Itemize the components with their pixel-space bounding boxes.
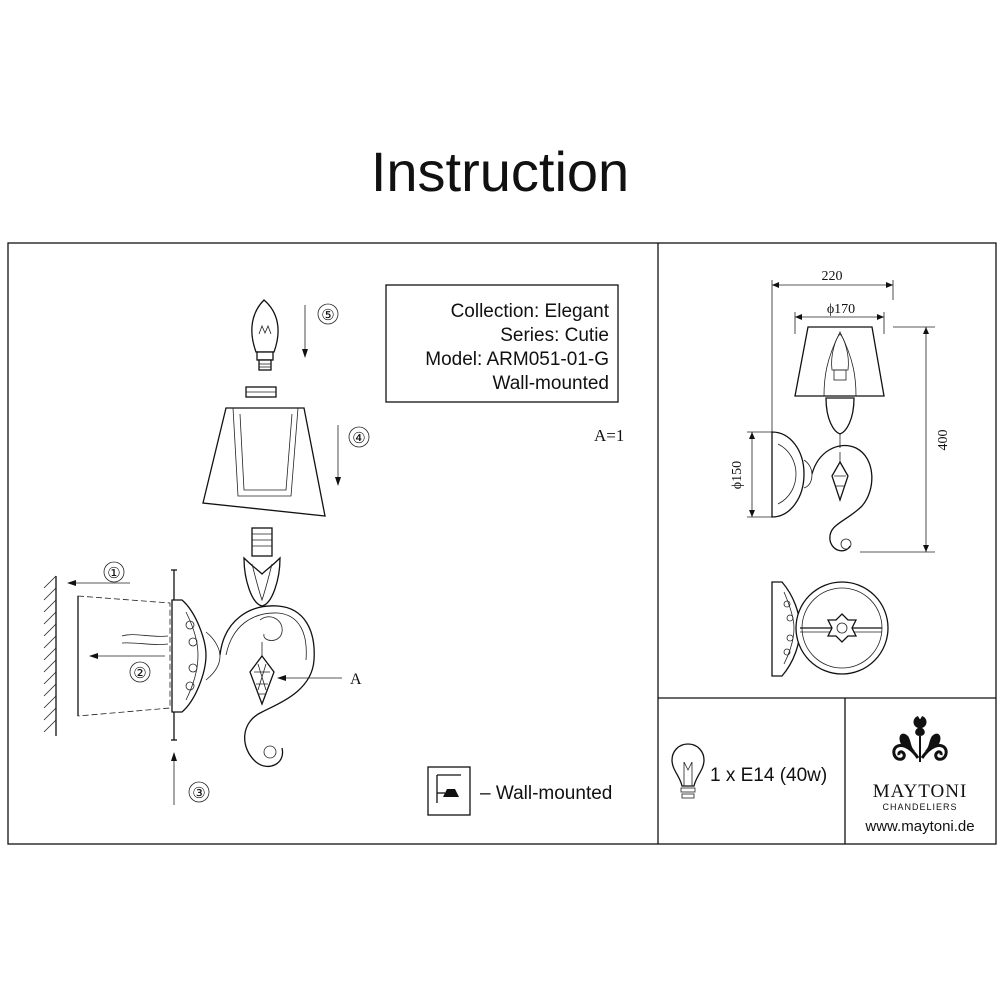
dim-base-diameter: ϕ150 bbox=[730, 461, 745, 489]
step-2-number: ② bbox=[133, 666, 146, 682]
step-2-marker: ② bbox=[89, 653, 165, 683]
bulb-spec: 1 x E14 (40w) bbox=[671, 743, 827, 799]
step-5-marker: ⑤ bbox=[302, 303, 339, 358]
dimension-drawing: 220 ϕ170 400 ϕ150 bbox=[730, 269, 951, 553]
wall-hatch bbox=[43, 575, 57, 736]
bulb-spec-text: 1 x E14 (40w) bbox=[710, 765, 827, 786]
brand-tagline: CHANDELIERS bbox=[882, 802, 957, 812]
exploded-shade bbox=[202, 386, 326, 517]
brand-name: MAYTONI bbox=[873, 781, 968, 802]
step-4-number: ④ bbox=[352, 431, 365, 447]
detail-a-callout: A bbox=[277, 671, 362, 688]
page-title: Instruction bbox=[371, 140, 629, 203]
info-model: Model: ARM051-01-G bbox=[425, 349, 609, 370]
dim-shade-diameter: ϕ170 bbox=[827, 302, 855, 317]
step-5-number: ⑤ bbox=[321, 308, 334, 324]
maytoni-logo bbox=[892, 716, 948, 762]
screws bbox=[171, 569, 177, 741]
brand-block: MAYTONI CHANDELIERS www.maytoni.de bbox=[864, 716, 975, 835]
step-1-number: ① bbox=[107, 566, 120, 582]
light-bulb-icon bbox=[671, 743, 705, 799]
dim-width: 220 bbox=[822, 269, 843, 284]
dim-height: 400 bbox=[936, 430, 951, 451]
legend-text: – Wall-mounted bbox=[480, 783, 612, 804]
lamp-body bbox=[171, 527, 315, 767]
info-collection: Collection: Elegant bbox=[451, 301, 610, 322]
step-3-marker: ③ bbox=[171, 752, 210, 805]
brand-website[interactable]: www.maytoni.de bbox=[864, 818, 974, 835]
side-view-drawing bbox=[771, 581, 889, 677]
outer-frame bbox=[7, 242, 997, 845]
info-mount: Wall-mounted bbox=[492, 373, 609, 394]
wall-mount-icon bbox=[427, 766, 471, 816]
scale-label: A=1 bbox=[594, 426, 624, 445]
exploded-bulb bbox=[251, 299, 279, 371]
step-4-marker: ④ bbox=[335, 425, 370, 486]
mounting-bracket bbox=[77, 595, 171, 717]
step-1-marker: ① bbox=[67, 561, 130, 586]
legend: – Wall-mounted bbox=[427, 766, 612, 816]
step-3-number: ③ bbox=[192, 786, 205, 802]
info-box: Collection: Elegant Series: Cutie Model:… bbox=[385, 284, 619, 403]
info-series: Series: Cutie bbox=[500, 325, 609, 346]
detail-a-label: A bbox=[350, 671, 362, 688]
